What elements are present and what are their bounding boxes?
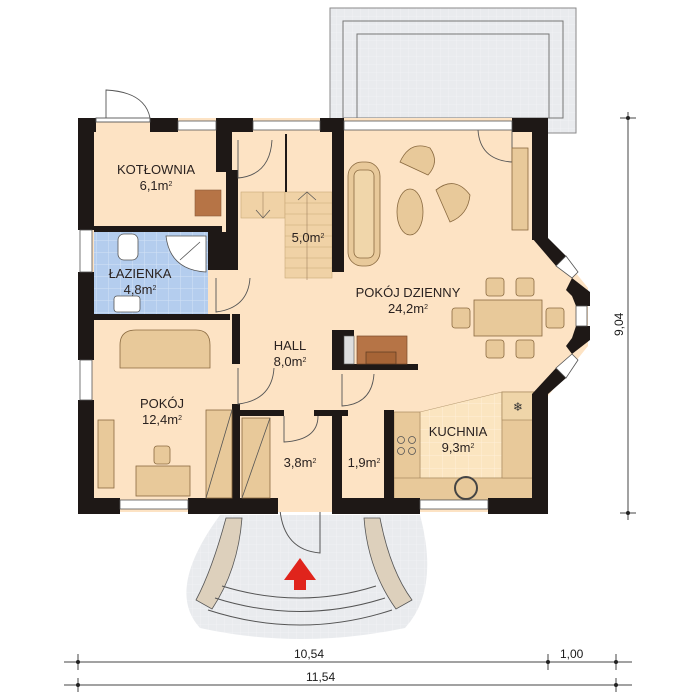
dimension-ticks bbox=[76, 116, 630, 687]
room-area: 12,4m2 bbox=[141, 412, 183, 427]
stove-icon bbox=[397, 436, 416, 455]
dimension-depth: 9,04 bbox=[612, 312, 626, 336]
room-label-lazienka: ŁAZIENKA 4,8m2 bbox=[109, 266, 172, 298]
room-name: ŁAZIENKA bbox=[108, 266, 172, 281]
room-area: 24,2m2 bbox=[387, 301, 429, 316]
room-label-stairs: 5,0m2 bbox=[292, 230, 325, 246]
room-label-kuchnia: KUCHNIA 9,3m2 bbox=[429, 424, 488, 456]
room-area: 5,0m2 bbox=[291, 230, 325, 245]
room-name: KOTŁOWNIA bbox=[116, 162, 196, 177]
terrace bbox=[329, 7, 577, 134]
doors bbox=[95, 89, 513, 443]
staircase bbox=[240, 134, 333, 280]
room-label-kotlownia: KOTŁOWNIA 6,1m2 bbox=[117, 162, 195, 194]
room-area: 9,3m2 bbox=[441, 440, 475, 455]
entry-arrow-icon bbox=[284, 558, 316, 590]
room-label-pokoj: POKÓJ 12,4m2 bbox=[140, 396, 184, 428]
room-label-closet: 3,8m2 bbox=[284, 455, 317, 471]
svg-text:❄: ❄ bbox=[513, 400, 523, 414]
room-label-pantry: 1,9m2 bbox=[348, 455, 381, 471]
windows bbox=[79, 120, 588, 510]
dimension-width-main: 10,54 bbox=[294, 647, 325, 661]
dimension-width-total: 11,54 bbox=[306, 670, 336, 684]
bedroom-furniture bbox=[97, 329, 271, 499]
room-name: KUCHNIA bbox=[428, 424, 488, 439]
walls bbox=[78, 118, 590, 514]
boiler bbox=[194, 189, 222, 217]
room-area: 1,9m2 bbox=[347, 455, 381, 470]
bathroom-fixtures bbox=[113, 233, 207, 313]
room-area: 3,8m2 bbox=[283, 455, 317, 470]
room-name: HALL bbox=[273, 338, 307, 353]
room-label-pokoj-dzienny: POKÓJ DZIENNY 24,2m2 bbox=[356, 285, 461, 317]
fireplace bbox=[343, 335, 408, 365]
room-area: 4,8m2 bbox=[123, 282, 157, 297]
living-furniture bbox=[347, 145, 565, 359]
room-area: 8,0m2 bbox=[273, 354, 307, 369]
room-area: 6,1m2 bbox=[139, 178, 173, 193]
dimension-width-extra: 1,00 bbox=[560, 647, 584, 661]
sink-icon bbox=[454, 476, 478, 500]
dimension-lines bbox=[64, 112, 636, 692]
room-label-hall: HALL 8,0m2 bbox=[274, 338, 307, 370]
room-name: POKÓJ bbox=[139, 396, 185, 411]
room-name: POKÓJ DZIENNY bbox=[355, 285, 461, 300]
